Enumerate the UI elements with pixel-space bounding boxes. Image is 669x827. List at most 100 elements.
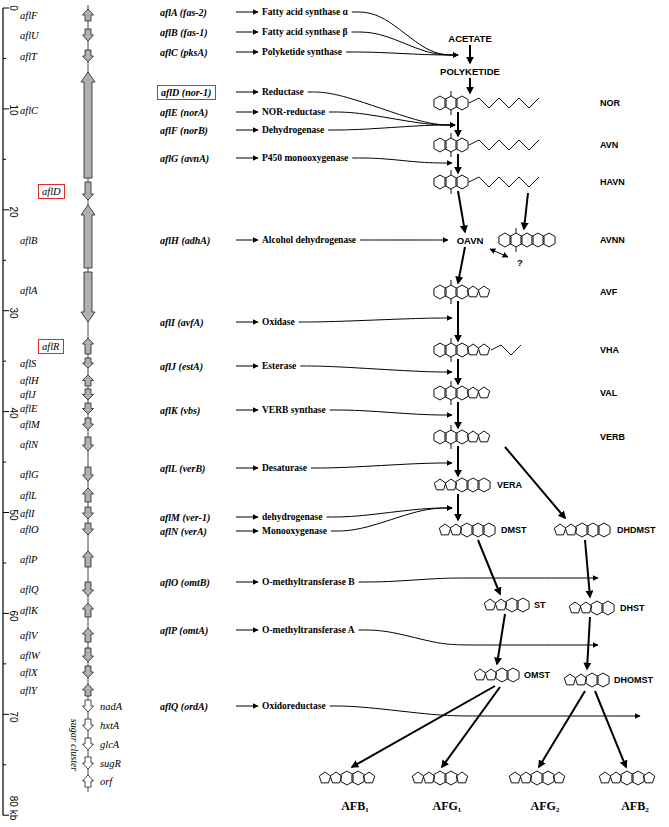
ring <box>542 771 554 785</box>
ring <box>472 523 484 537</box>
pathway-arrow <box>457 359 459 384</box>
enzyme-name: Esterase <box>262 361 296 371</box>
gene-name: aflN (verA) <box>160 526 207 537</box>
pathway-arrow <box>352 686 495 767</box>
ring <box>598 523 610 537</box>
gene-enzyme-arrow <box>236 582 258 583</box>
pathway-arrow <box>469 78 471 93</box>
cluster-label: sugar cluster <box>69 719 80 772</box>
gene-label: aflS <box>20 358 36 369</box>
gene-name: aflL (verB) <box>160 463 205 474</box>
gene-name: aflJ (estA) <box>160 361 203 372</box>
metabolite-label: HAVN <box>600 177 625 187</box>
ring <box>467 387 478 398</box>
side-chain <box>469 98 539 108</box>
gene-label: aflK <box>20 605 38 616</box>
ruler-tick <box>3 764 6 765</box>
gene-label: aflJ <box>20 389 36 400</box>
carbonyl <box>451 170 452 194</box>
chemical-structure <box>439 523 495 537</box>
enzyme-name: Alcohol dehydrogenase <box>262 235 356 245</box>
enzyme-name: O-methyltransferase A <box>262 625 355 635</box>
ring <box>531 771 543 785</box>
carbonyl <box>451 425 452 449</box>
ring <box>591 601 603 615</box>
ring <box>352 771 364 785</box>
enzyme-arrow <box>360 240 448 241</box>
gene-label: aflP <box>20 554 38 565</box>
ring <box>553 772 564 783</box>
ring <box>363 772 374 783</box>
gene-arrow <box>83 719 94 731</box>
enzyme-name: Desaturase <box>262 463 307 473</box>
ring <box>564 674 575 685</box>
gene-name: aflQ (ordA) <box>160 701 208 712</box>
gene-label: aflV <box>20 630 38 641</box>
gene-arrow <box>83 338 94 354</box>
gene-enzyme-arrow <box>236 52 258 53</box>
ring <box>499 233 511 247</box>
ring <box>456 138 468 152</box>
side-chain <box>491 345 521 355</box>
pathway-arrow <box>458 191 465 232</box>
ring <box>478 344 489 355</box>
carbonyl <box>516 228 517 252</box>
ring <box>597 673 609 687</box>
gene-arrow <box>83 29 94 41</box>
ring <box>434 430 446 444</box>
metabolite-label: AFB₁ <box>341 799 369 814</box>
gene-label: aflN <box>20 439 38 450</box>
gene-enzyme-arrow <box>236 706 258 707</box>
gene-label: aflI <box>20 508 35 519</box>
gene-arrow <box>81 272 95 322</box>
metabolite-label: ? <box>517 257 523 268</box>
gene-name: aflC (pksA) <box>160 47 208 58</box>
enzyme-name: O-methyltransferase B <box>262 577 355 587</box>
ring <box>467 286 478 297</box>
chemical-structure <box>434 170 539 194</box>
ring <box>610 772 621 783</box>
ring <box>450 524 461 535</box>
ring <box>434 771 446 785</box>
scale-number: 30 <box>8 307 19 318</box>
enzyme-arrow <box>359 630 598 645</box>
highlight-box: aflD <box>38 184 65 199</box>
chemical-structure <box>484 598 529 612</box>
chemical-structure <box>412 771 467 785</box>
gene-name: aflA (fas-2) <box>160 7 207 18</box>
gene-name: aflB (fas-1) <box>160 27 208 38</box>
gene-enzyme-arrow <box>236 112 258 113</box>
enzyme-name: dehydrogenase <box>262 512 323 522</box>
gene-label: aflE <box>20 403 38 414</box>
metabolite-label: OMST <box>524 670 550 680</box>
ring <box>587 523 599 537</box>
gene-label: aflO <box>20 524 39 535</box>
gene-arrow <box>83 684 94 696</box>
gene-label: aflF <box>20 10 38 21</box>
enzyme-arrow <box>330 706 640 716</box>
pathway-arrow <box>585 540 590 597</box>
gene-arrow <box>83 467 94 481</box>
gene-enzyme-arrow <box>236 366 258 367</box>
ring <box>580 602 591 613</box>
ring <box>478 431 489 442</box>
ring <box>456 386 468 400</box>
gene-name: aflH (adhA) <box>160 235 210 246</box>
gene-enzyme-arrow <box>236 240 258 241</box>
metabolite-label: AVF <box>600 287 617 297</box>
enzyme-name: VERB synthase <box>262 405 326 415</box>
gene-enzyme-arrow <box>236 468 258 469</box>
gene-arrow <box>83 50 94 62</box>
gene-arrow <box>83 775 94 787</box>
ring <box>423 772 434 783</box>
metabolite-label: AFB₂ <box>621 799 649 814</box>
ring <box>510 233 522 247</box>
highlight-box: aflR <box>38 339 64 354</box>
metabolite-label: DMST <box>501 525 527 535</box>
pathway-arrow <box>457 154 459 173</box>
enzyme-arrow <box>346 52 458 55</box>
ring <box>484 599 495 610</box>
ring <box>445 479 456 490</box>
pathway-arrow <box>457 446 459 476</box>
pathway-arrow <box>457 402 459 428</box>
